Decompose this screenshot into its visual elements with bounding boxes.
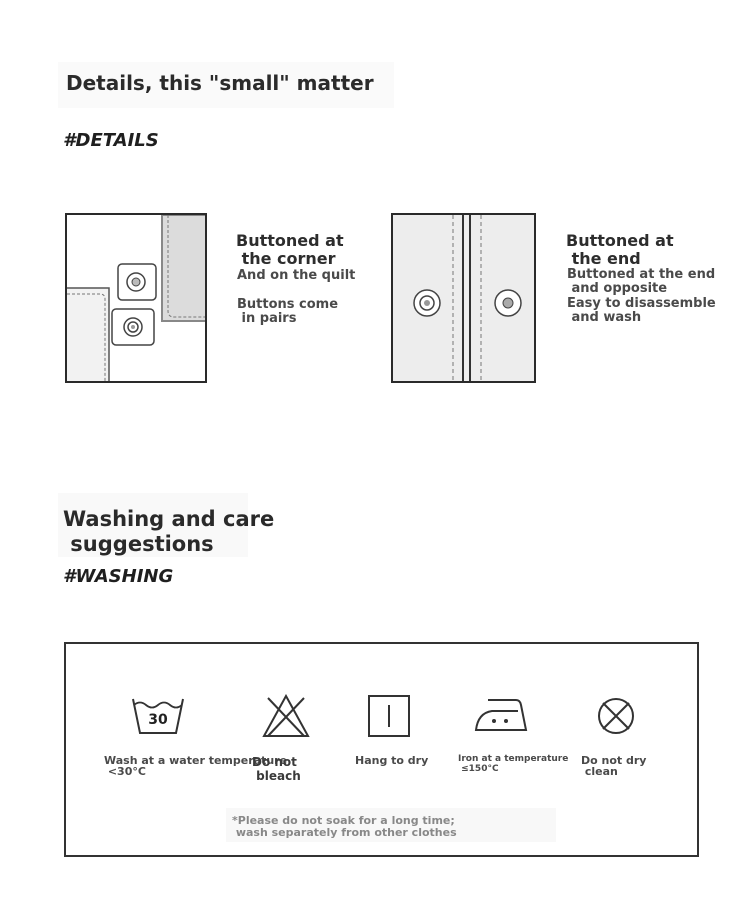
wash-30-icon: 30 (131, 695, 185, 737)
wash-temp-number: 30 (148, 712, 168, 728)
do-not-bleach-icon (262, 693, 310, 738)
corner-line2: Buttons come in pairs (237, 297, 339, 326)
hang-label: Hang to dry (355, 754, 429, 767)
end-line2: Easy to disassemble and wash (567, 296, 716, 325)
end-button-illustration (391, 213, 536, 383)
washing-tag: #WASHING (63, 566, 174, 587)
corner-button-illustration (64, 213, 208, 384)
hang-to-dry-icon (368, 695, 410, 737)
care-note-bg (226, 808, 556, 842)
dry-clean-label: Do not dry clean (581, 754, 647, 778)
iron-label: Iron at a temperature ≤150°C (458, 754, 569, 774)
end-heading: Buttoned at the end (566, 231, 674, 268)
care-instructions-box (64, 642, 699, 857)
do-not-dry-clean-icon (597, 697, 635, 735)
iron-icon (474, 697, 528, 733)
washing-title-bg (58, 493, 248, 557)
corner-illustration-drawing (64, 214, 208, 384)
corner-line1: And on the quilt (237, 268, 356, 283)
details-title: Details, this "small" matter (58, 62, 394, 108)
corner-heading: Buttoned at the corner (236, 231, 344, 268)
end-illustration-drawing (393, 215, 534, 381)
washing-title: Washing and care suggestions (63, 507, 275, 556)
care-note: *Please do not soak for a long time; was… (232, 814, 457, 839)
details-tag: #DETAILS (63, 130, 159, 151)
wash-label: Wash at a water temperature <30°C (104, 754, 288, 778)
end-line1: Buttoned at the end and opposite (567, 267, 716, 296)
bleach-label: Do not bleach (252, 755, 301, 783)
